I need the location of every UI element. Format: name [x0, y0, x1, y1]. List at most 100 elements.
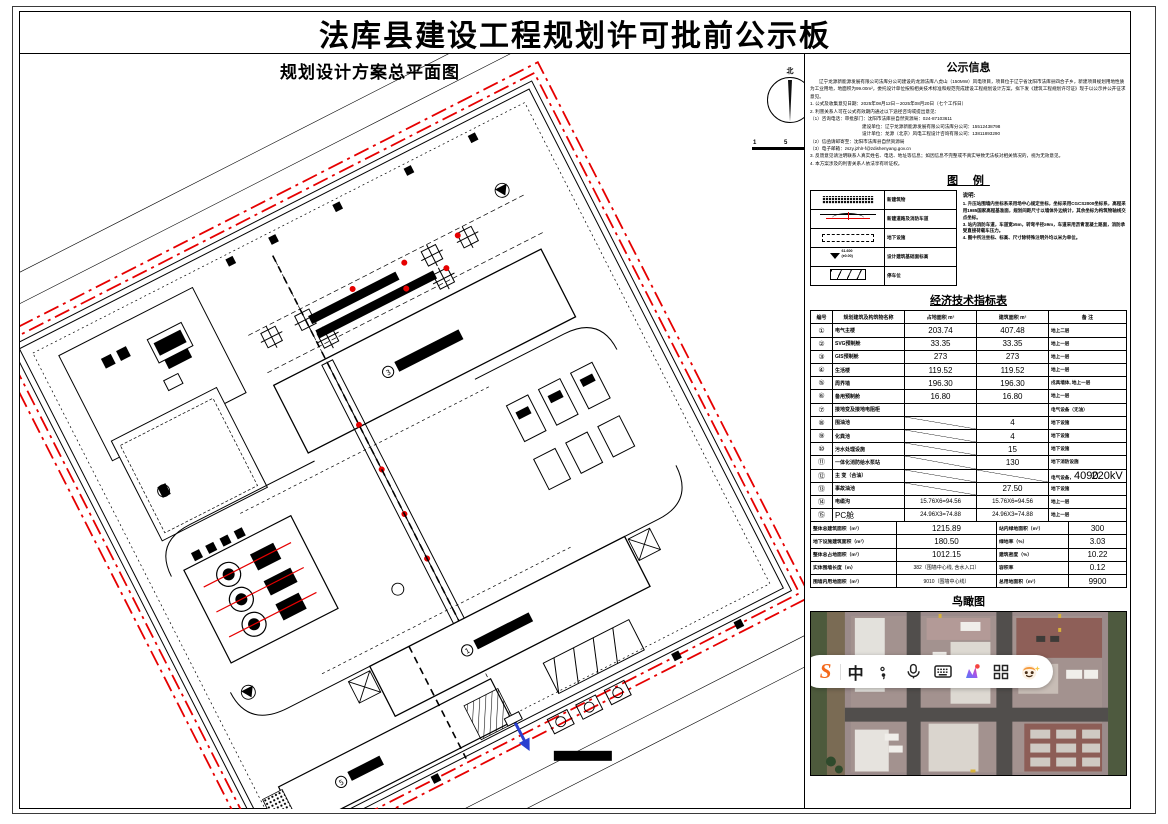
summary-value: 382（围墙中心线, 含水入口） — [896, 560, 997, 576]
notes-line-1: 3. 站内消防车道，车道宽≥5m，转弯半径≥9m，车道采用沥青混凝土路面，消防承… — [962, 221, 1126, 234]
econ-floor: 130 — [976, 455, 1049, 470]
sogou-logo-icon[interactable]: S — [811, 655, 840, 688]
elevation-marker-icon: 61.600 (±0.00) — [810, 247, 885, 268]
notes-panel: 说明: 1. 升压站围墙内坐标系采用场中心规定坐标，坐标采用CGCS2000坐标… — [963, 190, 1127, 242]
title-band: 法库县建设工程规划许可批前公示板 — [20, 12, 1130, 54]
econ-remark: 地上一层 — [1048, 349, 1127, 365]
econ-remark: 地上一层 — [1048, 494, 1127, 510]
econ-floor: 33.35 — [976, 336, 1049, 351]
econ-floor: 4 — [976, 415, 1049, 430]
notes-title: 说明: — [962, 193, 976, 200]
emoji-icon[interactable] — [1016, 655, 1045, 688]
sogou-ime-toolbar[interactable]: S 中 — [811, 655, 1053, 689]
econ-name: 化粪池 — [832, 428, 905, 444]
information-column: 公示信息 辽宁龙源新能源发展有限公司法库分公司建设的龙源法库八虎山（150MW）… — [806, 54, 1131, 809]
legend-row: 停车位 — [810, 266, 957, 287]
econ-name: 生活楼 — [832, 362, 905, 378]
legend-and-notes: 新建筑物 新建道路及消防车道 地下设施 61.600 — [810, 190, 1127, 287]
siteplan-label-main-building: 1 — [461, 612, 534, 657]
econ-remark: 地下消防设施 — [1048, 455, 1127, 470]
scale-bar: 1 5 10m — [752, 140, 804, 150]
summary-label: 建筑密度（%） — [996, 547, 1069, 562]
notes-line-2: 4. 图中所注坐标、标高、尺寸除特殊注明外均以米为单位。 — [962, 235, 1081, 241]
legend-row: 61.600 (±0.00) 设计建筑基础面标高 — [810, 247, 957, 268]
econ-idx: ③ — [810, 349, 833, 365]
ime-divider — [840, 663, 842, 680]
legend-label-0: 新建筑物 — [884, 190, 957, 211]
north-label: 北 — [786, 68, 794, 75]
summary-label: 实体围墙长度（m） — [810, 560, 897, 576]
econ-floor: 15.76X6=94.56 — [976, 494, 1049, 510]
keyboard-icon[interactable] — [929, 655, 958, 688]
summary-label: 整体总占地面积（m²） — [810, 547, 897, 562]
econ-name: 接地变及接地电阻柜 — [832, 402, 905, 417]
notice-indent-1: 设计单位：龙源（北京）风电工程设计咨询有限公司：13811893290 — [862, 131, 1001, 137]
notice-paragraph-1: 1. 公式及收集意见日期：2025年08月12日－2025年08月20日（七个工… — [810, 101, 967, 107]
notice-indent-0: 建设单位：辽宁龙源新能源发展有限公司法库分公司：15512438798 — [862, 123, 1001, 129]
legend-table: 新建筑物 新建道路及消防车道 地下设施 61.600 — [810, 190, 957, 287]
econ-idx: ⑬ — [810, 481, 833, 496]
notice-paragraph-3: （1）咨询电话：审批部门：沈阳市法库县自然资源局：024-87103611 — [810, 116, 953, 122]
econ-floor: 15 — [976, 442, 1049, 457]
econ-idx: ⑤ — [810, 376, 833, 391]
chinese-mode-label: 中 — [847, 665, 864, 683]
econ-remark: 戍具墙体, 地上一层 — [1048, 376, 1127, 391]
scale-tick-1: 1 — [753, 140, 757, 146]
econ-area: 15.76X6=94.56 — [904, 494, 977, 510]
econ-floor: 273 — [976, 349, 1049, 365]
notice-paragraph-0: 辽宁龙源新能源发展有限公司法库分公司建设的龙源法库八虎山（150MW）风电项目，… — [810, 79, 1126, 99]
ai-assistant-icon[interactable] — [958, 655, 987, 688]
sogou-logo-text: S — [819, 659, 832, 684]
econ-table-title: 经济技术指标表 — [930, 295, 1007, 308]
punctuation-icon[interactable] — [870, 655, 899, 688]
legend-row: 地下设施 — [810, 228, 957, 249]
chinese-mode-icon[interactable]: 中 — [841, 655, 870, 688]
econ-name: 一体化消防给水泵站 — [832, 455, 905, 470]
econ-floor: 196.30 — [976, 376, 1049, 391]
econ-floor: 4 — [976, 428, 1049, 444]
econ-idx: ⑦ — [810, 402, 833, 417]
econ-idx: ⑪ — [810, 455, 833, 470]
siteplan-label-perimeter-wall: 5 — [335, 755, 384, 789]
aerial-photo: S 中 — [810, 611, 1127, 777]
econ-name: 主 变（合油） — [832, 468, 905, 483]
econ-area: 119.52 — [904, 362, 977, 378]
aerial-photo-image — [811, 612, 1126, 776]
econ-area: 16.80 — [904, 389, 977, 404]
econ-idx: ⑭ — [810, 494, 833, 510]
compass-rose: 北 — [758, 66, 804, 123]
summary-label: 总用地面积（m²） — [996, 573, 1069, 589]
site-plan-subtitle: 规划设计方案总平面图 — [280, 63, 460, 82]
econ-remark: 地上一层 — [1048, 336, 1127, 351]
microphone-icon[interactable] — [899, 655, 928, 688]
scale-bar-line — [752, 147, 804, 150]
summary-value: 9010（围墙中心线） — [896, 573, 997, 589]
apps-grid-icon[interactable] — [987, 655, 1016, 688]
notice-title: 公示信息 — [946, 62, 991, 74]
econ-name: GIS预制舱 — [832, 349, 905, 365]
econ-floor: 16.80 — [976, 389, 1049, 404]
econ-remark: 地下设施 — [1048, 415, 1127, 430]
summary-value: 1012.15 — [896, 547, 997, 562]
summary-label: 地下设施建筑面积（m²） — [810, 534, 897, 549]
svg-text:1: 1 — [464, 647, 472, 656]
econ-floor: 407.48 — [976, 323, 1049, 338]
legend-row: 新建道路及消防车道 — [810, 209, 957, 230]
summary-label: 围墙内用地面积（m²） — [810, 573, 897, 589]
notice-tail-0: （2）信函请邮寄至：沈阳市法库县自然资源局 — [810, 138, 905, 144]
econ-name: 事故油池 — [832, 481, 905, 496]
econ-name: 污水处理设施 — [832, 442, 905, 457]
econ-header-3: 建筑面积 m² — [976, 310, 1049, 325]
econ-name: 电气主楼 — [832, 323, 905, 338]
table-row: ⑫ 主 变（合油） 电气设备，4090220kV — [810, 468, 1127, 483]
elevation-value-top: 61.600 — [841, 249, 853, 254]
econ-idx: ⑫ — [810, 468, 833, 483]
econ-floor: 24.96X3=74.88 — [976, 508, 1049, 523]
